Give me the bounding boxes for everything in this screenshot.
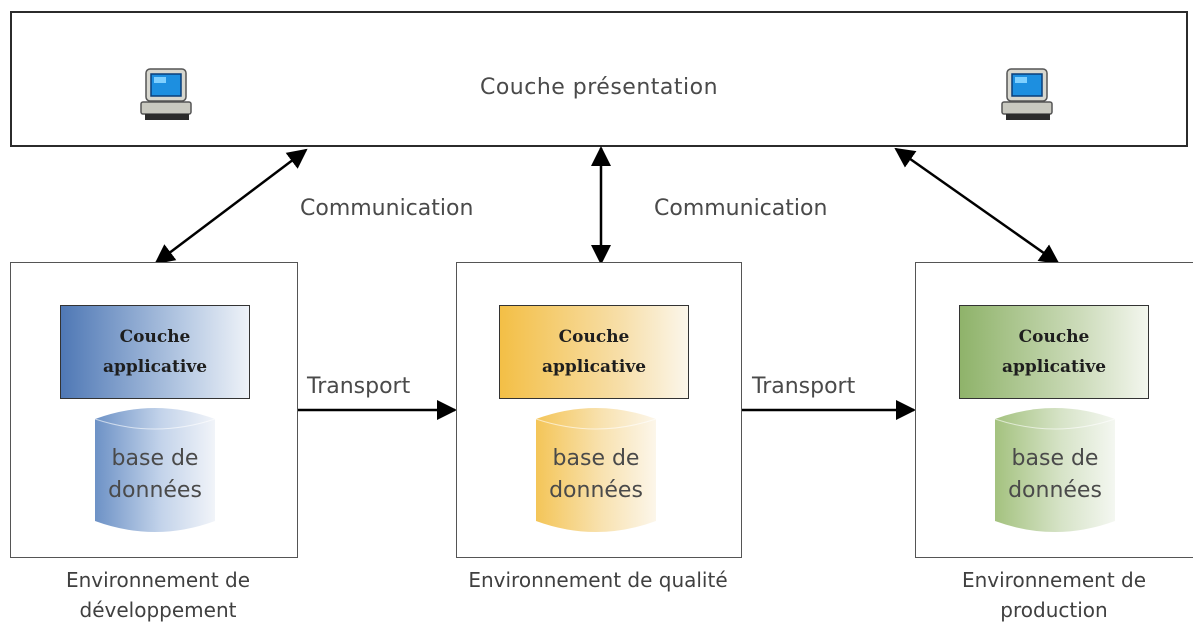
computer-icon bbox=[1001, 68, 1053, 120]
presentation-layer-label: Couche présentation bbox=[479, 75, 719, 100]
computer-icon bbox=[140, 68, 192, 120]
presentation-layer-box: Couche présentation bbox=[10, 11, 1188, 147]
database-label: base de données bbox=[1008, 446, 1102, 503]
application-layer-box: Couche applicative bbox=[60, 305, 250, 399]
environment-caption-development: Environnement de développement bbox=[65, 568, 251, 622]
application-layer-box: Couche applicative bbox=[959, 305, 1149, 399]
application-layer-label: Couche applicative bbox=[102, 327, 208, 377]
database-icon bbox=[994, 408, 1116, 532]
environment-box-production: Couche applicative base de données bbox=[915, 262, 1193, 558]
transport-label-right: Transport bbox=[752, 374, 856, 399]
transport-label-left: Transport bbox=[307, 374, 411, 399]
database-label: base de données bbox=[549, 446, 643, 503]
communication-arrow-production bbox=[894, 147, 1060, 265]
database-icon bbox=[94, 408, 216, 532]
environment-box-development: Couche applicative base de données bbox=[10, 262, 298, 558]
database-label: base de données bbox=[108, 446, 202, 503]
communication-label-left: Communication bbox=[300, 196, 474, 221]
database-icon bbox=[535, 408, 657, 532]
environment-caption-quality: Environnement de qualité bbox=[468, 568, 728, 592]
communication-arrow-dev bbox=[154, 148, 308, 265]
communication-label-right: Communication bbox=[654, 196, 828, 221]
application-layer-label: Couche applicative bbox=[1001, 327, 1107, 377]
environment-caption-production: Environnement de production bbox=[961, 568, 1147, 622]
environment-box-quality: Couche applicative base de données bbox=[456, 262, 742, 558]
application-layer-box: Couche applicative bbox=[499, 305, 689, 399]
application-layer-label: Couche applicative bbox=[541, 327, 647, 377]
